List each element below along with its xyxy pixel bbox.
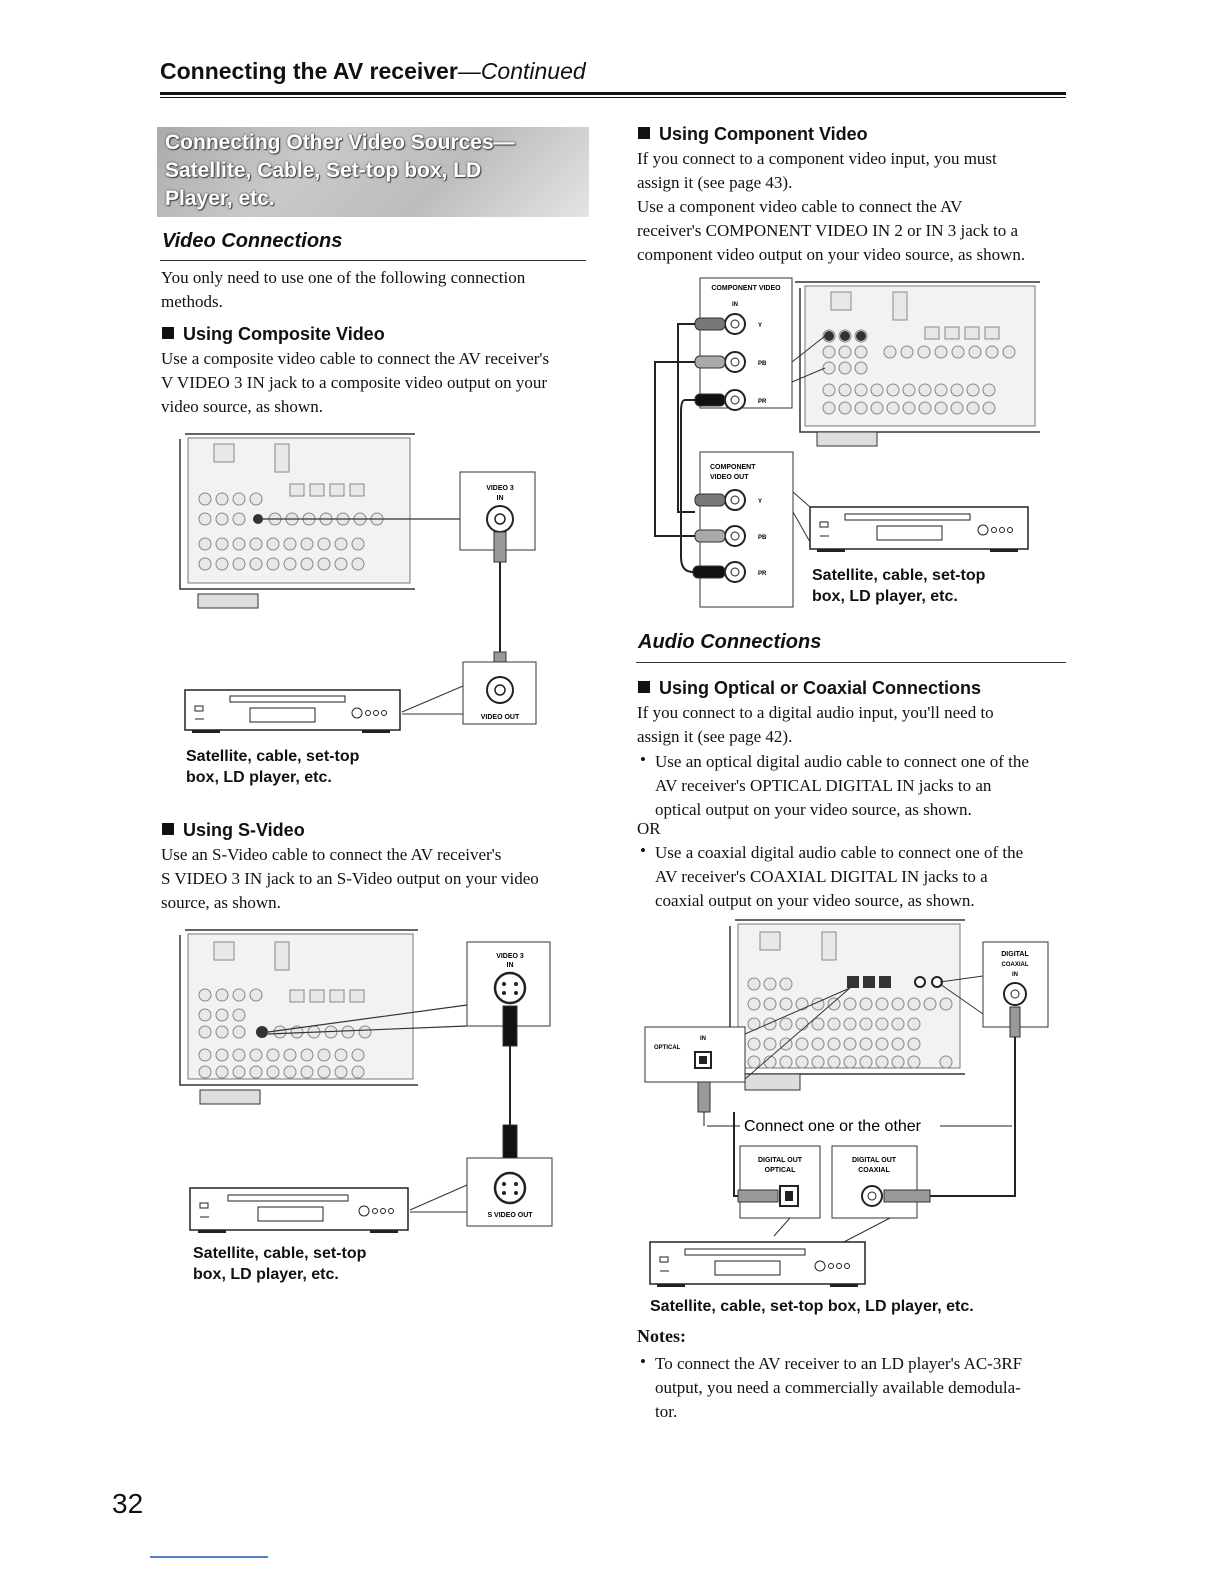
- component-cables: [654, 323, 695, 573]
- receiver-back-panel: [179, 929, 418, 1105]
- digital-out-coaxial-label-2: COAXIAL: [858, 1167, 890, 1174]
- digital-in-label-2: COAXIAL: [1002, 962, 1029, 968]
- optical-coaxial-heading: Using Optical or Coaxial Connections: [638, 678, 981, 699]
- component-in-callout: [699, 277, 793, 409]
- footer-line: [150, 1556, 268, 1558]
- video3-in-label-2: IN: [497, 495, 504, 502]
- section-title: Connecting Other Video Sources— Satellit…: [165, 131, 515, 210]
- svideo-jack-icon: [493, 971, 527, 1005]
- video3-in-label-1: VIDEO 3: [486, 485, 514, 492]
- notes-heading: Notes:: [637, 1326, 686, 1346]
- digital-audio-diagram: DIGITAL COAXIAL IN OPTICAL IN Connect on…: [644, 919, 1049, 1287]
- bullet-dot: •: [640, 841, 646, 860]
- source-device: [184, 689, 401, 733]
- svideo-body: Use an S-Video cable to connect the AV r…: [161, 845, 539, 912]
- svideo-jack-icon: [493, 1171, 527, 1205]
- receiver-back-panel: [179, 433, 415, 609]
- digital-out-coaxial-label-1: DIGITAL OUT: [852, 1157, 897, 1164]
- source-device: [189, 1187, 409, 1233]
- svideo3-in-label-1: VIDEO 3: [496, 953, 524, 960]
- page-number: 32: [112, 1488, 144, 1519]
- source-device: [809, 506, 1029, 552]
- optical-label: OPTICAL: [654, 1045, 681, 1051]
- component-out-pr-label: PR: [758, 571, 767, 577]
- composite-caption: Satellite, cable, set-top box, LD player…: [186, 748, 360, 786]
- composite-diagram: VIDEO 3 IN VIDEO OUT: [179, 433, 537, 733]
- optical-cable: [733, 1112, 738, 1197]
- optical-plug-icon: [737, 1189, 779, 1203]
- audio-connections-heading: Audio Connections: [638, 631, 822, 653]
- digital-in-label-3: IN: [1012, 972, 1018, 978]
- rca-plug-icon: [883, 1189, 931, 1203]
- component-caption: Satellite, cable, set-top box, LD player…: [812, 567, 986, 605]
- svideo-plug-icon: [502, 1005, 518, 1047]
- square-bullet-icon: [638, 681, 650, 693]
- coaxial-cable: [930, 1037, 1016, 1197]
- component-out-y-label: Y: [758, 499, 762, 505]
- bullet-dot: •: [640, 750, 646, 769]
- component-heading-text: Using Component Video: [659, 124, 868, 144]
- section-title-box: [157, 127, 589, 217]
- component-in-label-2: IN: [732, 302, 738, 308]
- receiver-back-panel: [795, 281, 1040, 447]
- video-connections-intro: You only need to use one of the followin…: [161, 268, 526, 311]
- digital-in-label-1: DIGITAL: [1001, 951, 1029, 958]
- svideo-out-label: S VIDEO OUT: [487, 1212, 533, 1219]
- component-out-label-1: COMPONENT: [710, 464, 756, 471]
- page-header: Connecting the AV receiver—Continued: [160, 58, 586, 85]
- component-body: If you connect to a component video inpu…: [637, 149, 1026, 264]
- square-bullet-icon: [162, 327, 174, 339]
- header-rule: [160, 92, 1066, 95]
- page-header-continued: —Continued: [457, 58, 586, 84]
- header-rule-thin: [160, 97, 1066, 98]
- note-item: To connect the AV receiver to an LD play…: [655, 1354, 1023, 1421]
- digital-out-optical-label-2: OPTICAL: [765, 1167, 796, 1174]
- component-heading: Using Component Video: [638, 124, 868, 145]
- coaxial-bullet: Use a coaxial digital audio cable to con…: [655, 843, 1024, 910]
- receiver-back-panel: [729, 919, 965, 1091]
- audio-connections-rule: [636, 662, 1066, 663]
- svideo-heading-text: Using S-Video: [183, 820, 305, 840]
- component-out-label-2: VIDEO OUT: [710, 474, 749, 481]
- composite-body: Use a composite video cable to connect t…: [161, 349, 550, 416]
- video-connections-rule: [160, 260, 586, 261]
- square-bullet-icon: [162, 823, 174, 835]
- optical-in-label: IN: [700, 1036, 706, 1042]
- component-in-label-1: COMPONENT VIDEO: [711, 285, 781, 292]
- component-pr-label: PR: [758, 399, 767, 405]
- svideo-heading: Using S-Video: [162, 820, 305, 841]
- component-out-pb-label: PB: [758, 535, 767, 541]
- connect-one-or-other: Connect one or the other: [744, 1118, 922, 1135]
- source-device: [649, 1241, 866, 1287]
- optical-bullet: Use an optical digital audio cable to co…: [655, 752, 1029, 819]
- digital-out-optical-label-1: DIGITAL OUT: [758, 1157, 803, 1164]
- video-connections-heading: Video Connections: [162, 230, 343, 252]
- svideo3-in-label-2: IN: [507, 962, 514, 969]
- component-in-jacks: Y PB PR: [694, 313, 767, 411]
- composite-heading: Using Composite Video: [162, 324, 385, 345]
- optical-plug-icon: [697, 1081, 711, 1113]
- component-y-label: Y: [758, 323, 762, 329]
- optical-coaxial-heading-text: Using Optical or Coaxial Connections: [659, 678, 982, 698]
- svideo-caption: Satellite, cable, set-top box, LD player…: [193, 1245, 367, 1283]
- or-text: OR: [637, 819, 661, 838]
- rca-plug-icon: [493, 531, 507, 563]
- digital-audio-caption: Satellite, cable, set-top box, LD player…: [650, 1298, 974, 1315]
- component-diagram: COMPONENT VIDEO IN Y PB PR COMPONENT VID…: [654, 277, 1040, 608]
- component-out-jacks: Y PB PR: [692, 489, 767, 583]
- rca-plug-icon: [1009, 1006, 1021, 1038]
- video-out-label: VIDEO OUT: [481, 714, 520, 721]
- page-header-title: Connecting the AV receiver: [160, 58, 458, 84]
- svideo-diagram: VIDEO 3 IN S VIDEO OUT: [179, 929, 553, 1233]
- composite-heading-text: Using Composite Video: [183, 324, 385, 344]
- square-bullet-icon: [638, 127, 650, 139]
- component-pb-label: PB: [758, 361, 767, 367]
- bullet-dot: •: [640, 1352, 646, 1371]
- optical-coaxial-body: If you connect to a digital audio input,…: [637, 703, 994, 746]
